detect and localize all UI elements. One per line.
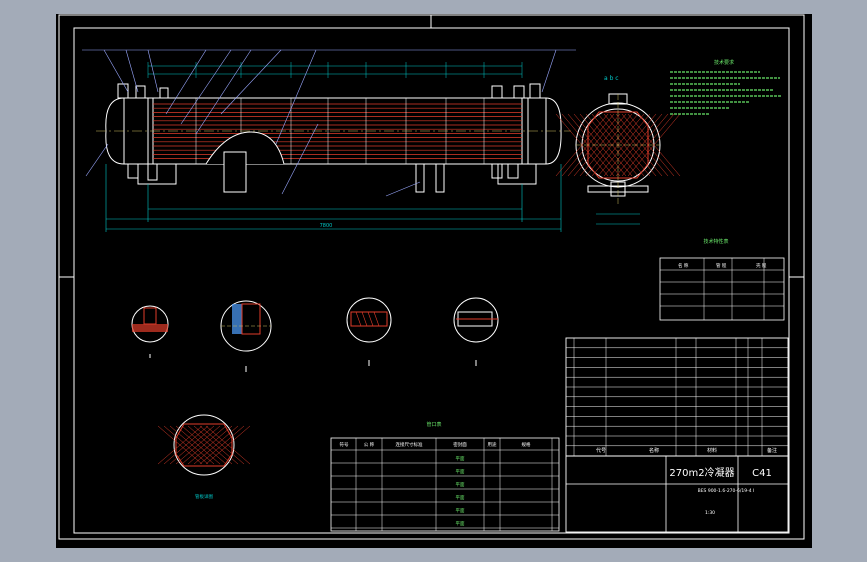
detail-4	[453, 297, 499, 366]
nozzle-surface-cell: 平面	[456, 456, 465, 462]
tech-table-title: 技术特性表	[703, 238, 728, 245]
nozzle-surface-cell: 平面	[456, 482, 465, 488]
col-note: 备注	[767, 447, 777, 454]
nz-h0: 符号	[340, 441, 349, 448]
nz-h5: 规格	[522, 441, 531, 448]
detail-views: 管板详图	[131, 297, 499, 500]
detail-2	[220, 300, 272, 372]
tt-h1: 名 称	[678, 262, 689, 269]
drawing-standard: BES 900-1.6-270-6/19-4 I	[698, 488, 755, 494]
drawing-viewport[interactable]: 7800	[56, 14, 812, 548]
detail-3	[346, 297, 392, 366]
drawing-scale: 1:30	[705, 510, 715, 516]
dim-total-label: 7800	[320, 223, 333, 229]
drawing-canvas: 7800	[58, 14, 805, 540]
detail-1	[131, 305, 169, 358]
nz-h1: 公 称	[364, 441, 375, 448]
nozzle-surface-cell: 平面	[456, 495, 465, 501]
nozzle-table-title: 管口表	[426, 421, 441, 428]
nz-h2: 连接尺寸标准	[396, 441, 423, 448]
col-material: 材料	[707, 447, 717, 454]
detail-tubesheet: 管板详图	[157, 414, 251, 500]
end-view: a b c	[555, 75, 681, 225]
top-dimensions	[147, 62, 523, 78]
col-code: 代号	[596, 447, 606, 454]
exchanger-elevation	[96, 83, 571, 193]
tube-bundle	[153, 103, 522, 159]
drawing-title: 270m2冷凝器	[669, 466, 734, 479]
tech-req-title: 技术要求	[714, 59, 734, 66]
drawing-code: C41	[752, 468, 772, 479]
tech-characteristics-table: 技术特性表 名 称 管 程 壳 程	[659, 238, 785, 321]
detail-view-label: 管板详图	[195, 493, 213, 500]
nozzle-surface-cell: 平面	[456, 521, 465, 527]
tt-h2: 管 程	[716, 262, 727, 269]
technical-requirements: 技术要求	[670, 59, 782, 115]
col-name: 名称	[649, 447, 659, 454]
section-label: a b c	[604, 75, 619, 82]
leader-lines	[82, 49, 576, 197]
nz-h4: 用途	[488, 441, 497, 448]
title-block: 代号 名称 材料 备注 270m2冷凝器 C41 BES 900-1.6-270…	[565, 337, 789, 533]
tt-h3: 壳 程	[756, 262, 767, 269]
nozzle-surface-cell: 平面	[456, 508, 465, 514]
sheet-border	[58, 14, 805, 540]
bottom-dimensions: 7800	[105, 164, 562, 232]
nz-h3: 密封面	[453, 441, 467, 448]
nozzle-surface-cell: 平面	[456, 469, 465, 475]
